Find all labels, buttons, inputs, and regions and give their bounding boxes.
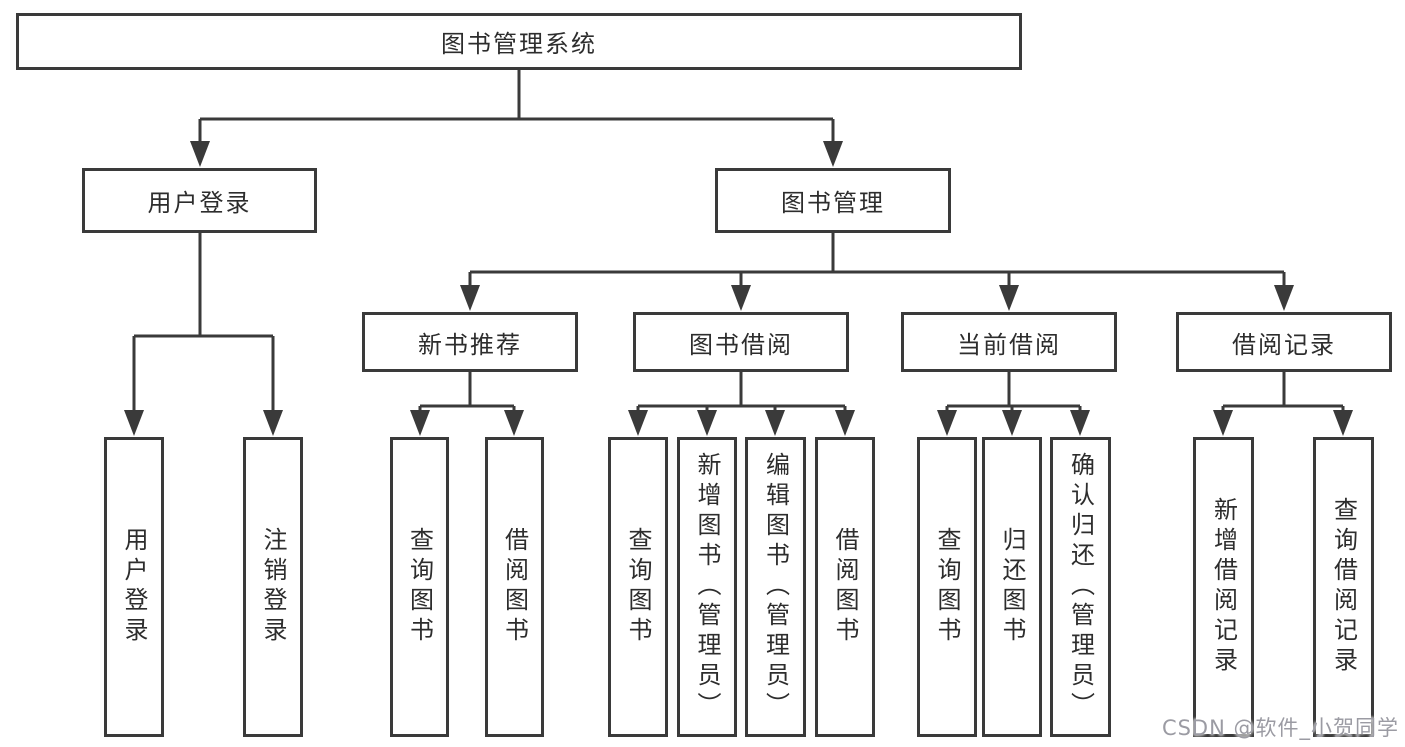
watermark: CSDN @软件_小贺同学 [1161,716,1399,740]
leaf-borrow-books-rec: 借阅图书 [485,437,544,737]
node-book-borrowing: 图书借阅 [633,312,849,372]
leaf-borrow-books-borrow: 借阅图书 [815,437,875,737]
leaf-confirm-return-admin: 确认归还（管理员） [1050,437,1111,737]
node-new-book-recommendation: 新书推荐 [362,312,578,372]
node-book-management: 图书管理 [715,168,951,233]
leaf-add-borrow-record: 新增借阅记录 [1193,437,1254,737]
leaf-query-borrow-record: 查询借阅记录 [1313,437,1374,737]
arrowheads [124,141,1353,436]
leaf-query-books-rec: 查询图书 [390,437,449,737]
leaf-add-book-admin: 新增图书（管理员） [677,437,737,737]
node-user-login: 用户登录 [82,168,317,233]
leaf-logout: 注销登录 [243,437,303,737]
tree-edges [132,70,1345,411]
leaf-edit-book-admin: 编辑图书（管理员） [745,437,806,737]
node-library-management-system: 图书管理系统 [16,13,1022,70]
node-borrowing-records: 借阅记录 [1176,312,1392,372]
leaf-query-books-borrow: 查询图书 [608,437,668,737]
leaf-query-books-current: 查询图书 [917,437,977,737]
node-current-borrowing: 当前借阅 [901,312,1117,372]
leaf-return-book: 归还图书 [982,437,1042,737]
leaf-user-login: 用户登录 [104,437,164,737]
